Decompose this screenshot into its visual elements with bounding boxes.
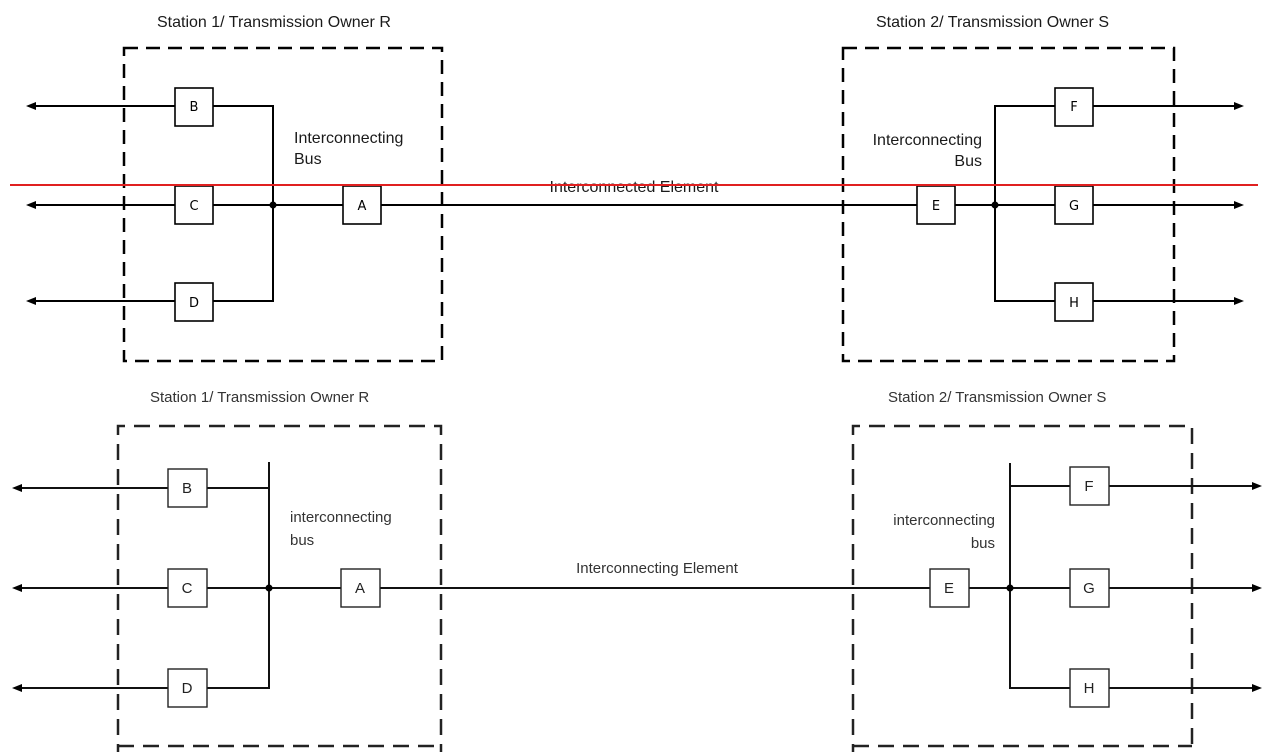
top-breaker-g-label: G — [1069, 199, 1079, 214]
top-arrow-left-d — [26, 297, 36, 305]
top-arrow-left-c — [26, 201, 36, 209]
bottom-breaker-c-label: C — [182, 580, 193, 597]
bottom-right-junction-dot — [1006, 584, 1014, 592]
top-arrow-left-b — [26, 102, 36, 110]
top-left-bus-label-line1: Interconnecting — [294, 130, 403, 147]
bottom-station2-title: Station 2/ Transmission Owner S — [888, 389, 1106, 406]
top-breaker-e — [916, 185, 956, 225]
top-right-bus-label-line2: Bus — [954, 153, 982, 170]
top-left-bus — [213, 105, 274, 302]
bottom-breaker-d — [167, 668, 208, 708]
bottom-station1-title: Station 1/ Transmission Owner R — [150, 389, 369, 406]
top-breaker-e-label: E — [932, 199, 940, 214]
top-breaker-d — [174, 282, 214, 322]
bottom-breaker-a-label: A — [355, 580, 365, 597]
top-right-bus-label-line1: Interconnecting — [873, 132, 982, 149]
top-element-label: Interconnected Element — [550, 179, 720, 196]
top-breaker-c — [174, 185, 214, 225]
top-breaker-c-label: C — [189, 199, 198, 214]
bottom-breaker-c — [167, 568, 208, 608]
bottom-arrow-right-h — [1252, 684, 1262, 692]
top-breaker-b-label: B — [190, 100, 199, 115]
top-breaker-h-label: H — [1069, 296, 1079, 311]
top-left-junction-dot — [269, 201, 277, 209]
bottom-breaker-b-label: B — [182, 480, 192, 497]
bottom-breaker-h-label: H — [1084, 680, 1095, 697]
bottom-breaker-g — [1069, 568, 1110, 608]
bottom-left-junction-dot — [265, 584, 273, 592]
top-breaker-b — [174, 87, 214, 127]
bottom-arrow-left-b — [12, 484, 22, 492]
bottom-element-label: Interconnecting Element — [576, 560, 739, 577]
bottom-breaker-b — [167, 468, 208, 508]
bottom-arrow-right-g — [1252, 584, 1262, 592]
top-station1-title: Station 1/ Transmission Owner R — [157, 14, 391, 31]
bottom-station2-boundary — [851, 424, 1194, 752]
top-right-bus — [994, 105, 1055, 302]
top-breaker-f-label: F — [1070, 100, 1077, 115]
top-station2-title: Station 2/ Transmission Owner S — [876, 14, 1109, 31]
bottom-breaker-e — [929, 568, 970, 608]
bottom-right-bus-label-line2: bus — [971, 535, 995, 552]
top-arrow-right-f — [1234, 102, 1244, 110]
bottom-left-bus-label-line2: bus — [290, 532, 314, 549]
bottom-diagram: Station 1/ Transmission Owner R Station … — [12, 389, 1262, 752]
top-breaker-h — [1054, 282, 1094, 322]
top-diagram: Station 1/ Transmission Owner R Station … — [10, 14, 1258, 363]
top-arrow-right-g — [1234, 201, 1244, 209]
bottom-breaker-f-label: F — [1084, 478, 1093, 495]
bottom-breaker-e-label: E — [944, 580, 954, 597]
bottom-breaker-h — [1069, 668, 1110, 708]
bottom-left-bus-label-line1: interconnecting — [290, 509, 392, 526]
bottom-arrow-left-c — [12, 584, 22, 592]
top-breaker-d-label: D — [189, 296, 199, 311]
bottom-breaker-g-label: G — [1083, 580, 1095, 597]
bottom-arrow-right-f — [1252, 482, 1262, 490]
bottom-breaker-a — [340, 568, 381, 608]
top-right-junction-dot — [991, 201, 999, 209]
bottom-breaker-f — [1069, 466, 1110, 506]
top-breaker-a — [342, 185, 382, 225]
bottom-right-bus-label-line1: interconnecting — [893, 512, 995, 529]
bottom-breaker-d-label: D — [182, 680, 193, 697]
bottom-arrow-left-d — [12, 684, 22, 692]
top-arrow-right-h — [1234, 297, 1244, 305]
top-breaker-f — [1054, 87, 1094, 127]
top-breaker-a-label: A — [358, 199, 367, 214]
top-left-bus-label-line2: Bus — [294, 151, 322, 168]
